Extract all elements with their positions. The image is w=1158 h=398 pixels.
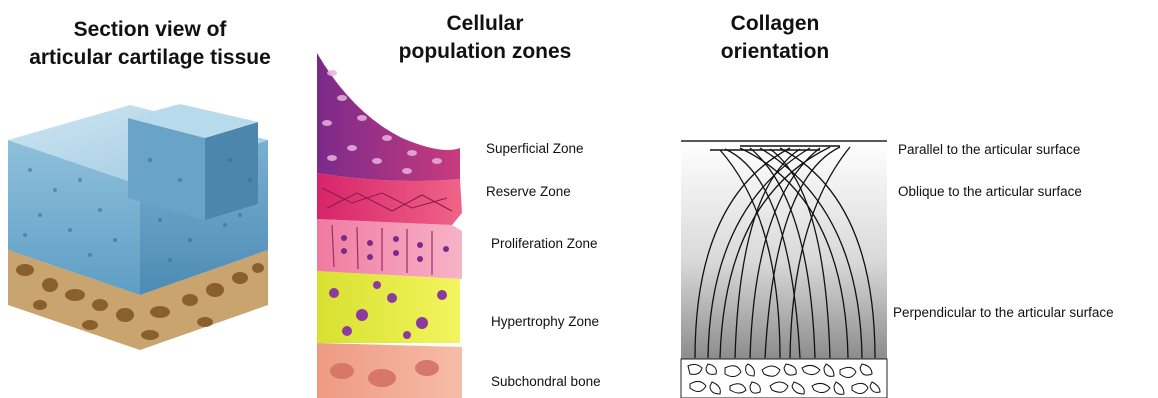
cellular-zones-illustration <box>312 53 477 398</box>
zone-label-reserve: Reserve Zone <box>486 184 571 199</box>
heading-section-view: Section view of articular cartilage tiss… <box>0 16 300 72</box>
zone-label-superficial: Superficial Zone <box>486 141 584 156</box>
collagen-label-perpendicular: Perpendicular to the articular surface <box>893 305 1114 320</box>
heading-collagen-orientation: Collagen orientation <box>690 10 860 66</box>
heading-section-view-line2: articular cartilage tissue <box>0 44 300 72</box>
collagen-label-parallel: Parallel to the articular surface <box>898 142 1080 157</box>
zone-label-proliferation: Proliferation Zone <box>491 236 598 251</box>
zone-label-subchondral: Subchondral bone <box>491 374 601 389</box>
collagen-orientation-diagram <box>680 138 890 398</box>
collagen-label-oblique: Oblique to the articular surface <box>898 184 1082 199</box>
heading-section-view-line1: Section view of <box>0 16 300 44</box>
heading-cellular-line1: Cellular <box>370 10 600 38</box>
zone-label-hypertrophy: Hypertrophy Zone <box>491 314 599 329</box>
heading-collagen-line2: orientation <box>690 38 860 66</box>
heading-collagen-line1: Collagen <box>690 10 860 38</box>
collagen-gradient-panel <box>681 141 887 359</box>
cartilage-block-illustration <box>0 100 300 360</box>
